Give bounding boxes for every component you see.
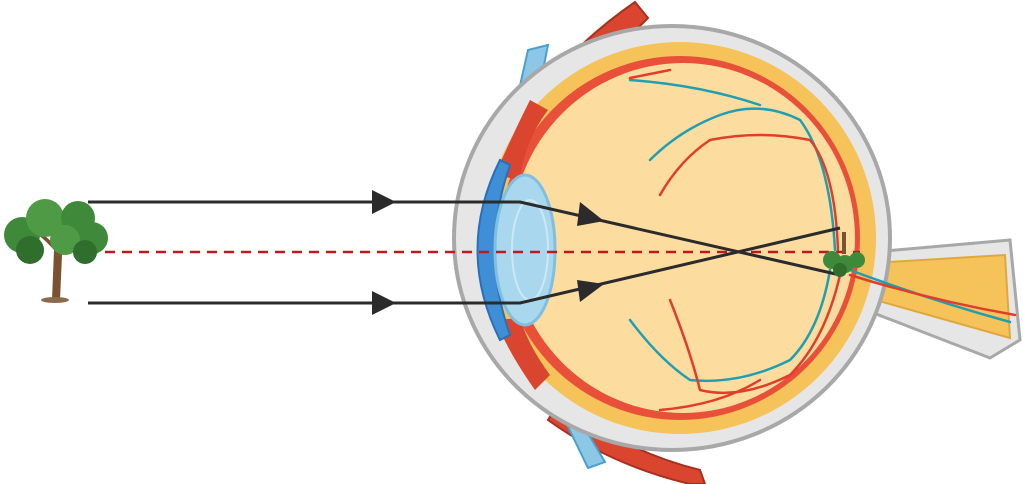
light-rays (88, 200, 841, 305)
blood-vessels (628, 68, 1017, 412)
vessel-blue-lower (628, 268, 832, 383)
tree-icon (4, 199, 108, 303)
lower-ray-arrow-icon (372, 291, 396, 315)
upper-ray-arrow-icon (372, 190, 396, 214)
vessel-red-lower (668, 273, 842, 395)
lower-ray-inner-arrow-icon (577, 280, 604, 302)
lower-ray (88, 226, 841, 305)
ciliary-body-upper (495, 100, 548, 180)
vessel-red-upper (658, 133, 840, 252)
vessel-red-bottom (658, 378, 762, 412)
vessel-blue-top (628, 78, 762, 107)
upper-ray (88, 200, 841, 277)
vessel-nerve-red (848, 273, 1017, 317)
vessel-red-top (628, 68, 672, 80)
inverted-tree-image (823, 232, 865, 277)
lens (493, 173, 557, 327)
upper-ray-inner-arrow-icon (577, 202, 604, 226)
vessel-blue-upper (648, 107, 837, 252)
